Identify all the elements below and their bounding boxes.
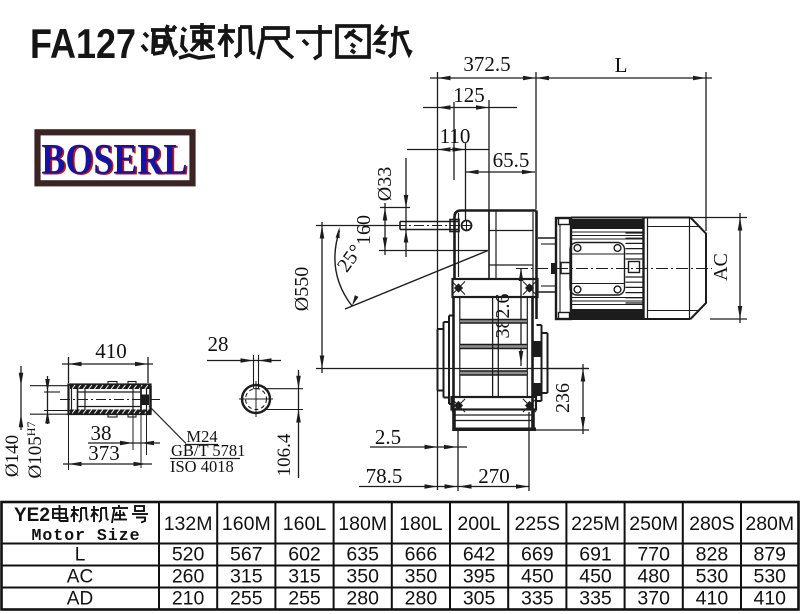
svg-text:530: 530 [696,566,729,588]
svg-text:260: 260 [172,566,205,588]
svg-text:480: 480 [637,566,670,588]
svg-text:BOSERL: BOSERL [41,136,187,183]
svg-text:L: L [615,53,628,77]
svg-text:828: 828 [696,544,729,566]
svg-text:200L: 200L [457,513,501,535]
svg-text:280M: 280M [745,513,794,535]
svg-text:602: 602 [288,544,321,566]
svg-text:110: 110 [440,124,471,148]
svg-text:AC: AC [710,253,732,281]
svg-text:160M: 160M [222,513,271,535]
svg-text:270: 270 [478,464,510,488]
svg-text:180M: 180M [338,513,387,535]
svg-text:38: 38 [91,421,112,445]
svg-text:160L: 160L [283,513,327,535]
svg-text:ISO 4018: ISO 4018 [170,457,234,476]
svg-text:125: 125 [453,83,485,107]
svg-text:530: 530 [753,566,786,588]
svg-text:Ø550: Ø550 [291,267,313,311]
svg-text:180L: 180L [399,513,443,535]
svg-text:642: 642 [463,544,496,566]
svg-text:315: 315 [230,566,263,588]
svg-text:L: L [75,545,86,566]
svg-text:335: 335 [521,588,554,610]
svg-text:28: 28 [208,332,229,356]
svg-text:160: 160 [353,215,375,245]
svg-text:225S: 225S [515,513,561,535]
svg-text:210: 210 [172,588,205,610]
svg-text:236: 236 [552,383,574,413]
svg-text:M24: M24 [186,427,217,446]
svg-text:AC: AC [67,567,93,588]
svg-text:691: 691 [579,544,612,566]
svg-text:255: 255 [230,588,263,610]
svg-text:335: 335 [579,588,612,610]
svg-text:666: 666 [405,544,438,566]
svg-text:305: 305 [463,588,496,610]
svg-text:Motor Size: Motor Size [31,526,140,545]
svg-text:370: 370 [637,588,670,610]
svg-text:635: 635 [346,544,379,566]
svg-text:520: 520 [172,544,205,566]
svg-text:280: 280 [405,588,438,610]
svg-text:255: 255 [288,588,321,610]
svg-text:Ø33: Ø33 [374,167,396,201]
svg-text:350: 350 [405,566,438,588]
svg-text:410: 410 [696,588,729,610]
svg-text:567: 567 [230,544,263,566]
svg-text:280S: 280S [689,513,735,535]
svg-text:FA127: FA127 [30,20,136,67]
svg-text:669: 669 [521,544,554,566]
svg-text:450: 450 [579,566,612,588]
svg-text:450: 450 [521,566,554,588]
svg-text:132M: 132M [164,513,213,535]
svg-text:Ø140: Ø140 [2,435,23,477]
svg-text:78.5: 78.5 [366,464,403,488]
svg-text:770: 770 [637,544,670,566]
svg-text:315: 315 [288,566,321,588]
svg-text:879: 879 [753,544,786,566]
svg-text:BOSERL: BOSERL [43,138,189,185]
svg-text:395: 395 [463,566,496,588]
svg-text:372.5: 372.5 [463,52,510,76]
svg-text:65.5: 65.5 [493,148,530,172]
svg-text:410: 410 [753,588,786,610]
svg-text:250M: 250M [629,513,678,535]
svg-text:AD: AD [67,589,93,610]
svg-text:410: 410 [95,339,127,363]
svg-text:382.6: 382.6 [492,294,514,339]
svg-text:YE2: YE2 [14,505,50,526]
svg-text:373: 373 [88,441,120,465]
svg-text:280: 280 [346,588,379,610]
svg-text:350: 350 [346,566,379,588]
svg-text:225M: 225M [571,513,620,535]
svg-text:GB/T 5781: GB/T 5781 [171,441,245,460]
svg-text:106.4: 106.4 [274,433,295,476]
svg-text:2.5: 2.5 [375,425,401,449]
